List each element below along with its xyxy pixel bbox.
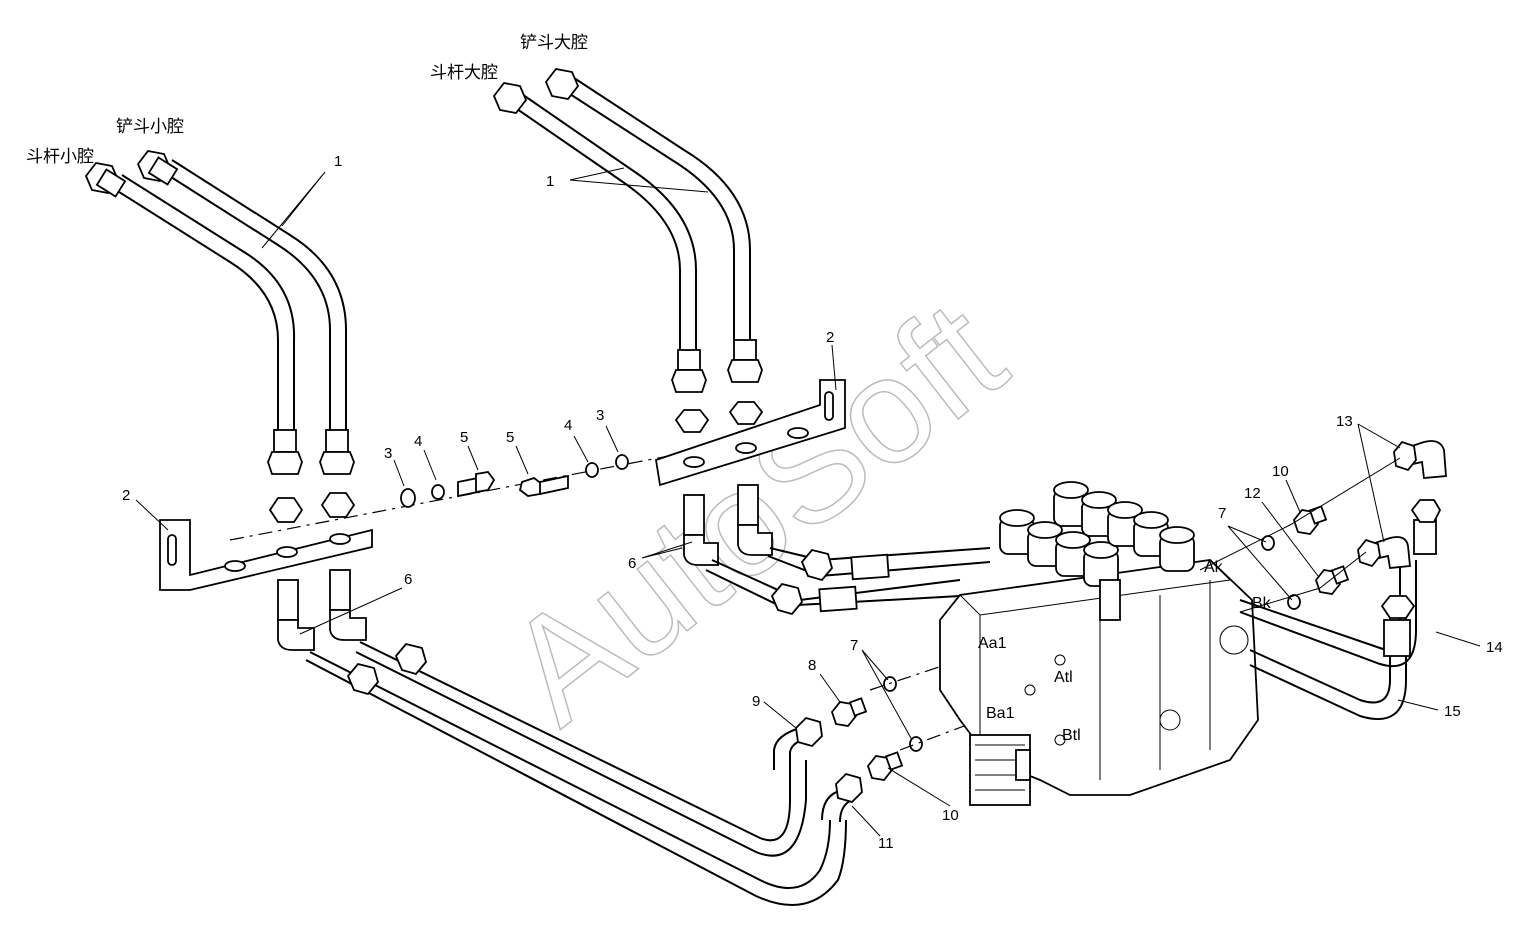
- hose-11-elbow: [821, 772, 863, 823]
- port-label-aa1: Aa1: [978, 635, 1007, 652]
- washer-3-right: [615, 454, 629, 470]
- connector-10-lower: [866, 751, 904, 781]
- right-side-hoses: [1199, 440, 1447, 721]
- part-label-1b: 1: [546, 173, 554, 190]
- left-bracket: [159, 519, 373, 591]
- label-chandou-large: 铲斗大腔: [520, 33, 588, 53]
- washer-4-left: [431, 484, 445, 500]
- left-pipe-pair: [84, 150, 356, 523]
- part-label-6b: 6: [628, 555, 636, 572]
- part-label-11: 11: [878, 835, 894, 852]
- part-label-5b: 5: [506, 429, 514, 446]
- elbow-fittings-6: [277, 484, 773, 651]
- part-label-2a: 2: [122, 487, 130, 504]
- bolt-5-left: [457, 471, 496, 498]
- part-label-1a: 1: [334, 153, 342, 170]
- port-label-ak: Ak: [1204, 559, 1224, 576]
- part-label-4a: 4: [414, 433, 422, 450]
- part-label-4b: 4: [564, 417, 572, 434]
- bolt-5-right: [518, 474, 569, 497]
- part-label-8: 8: [808, 657, 816, 674]
- label-dougan-small: 斗杆小腔: [26, 147, 94, 167]
- right-bracket: [654, 379, 846, 487]
- port-label-btl: Btl: [1062, 727, 1081, 744]
- right-pipe-pair: [492, 68, 764, 433]
- control-valve: [939, 481, 1259, 806]
- hose-9-elbow: [773, 716, 823, 770]
- port-label-bk: Bk: [1252, 595, 1272, 612]
- washer-3-left: [400, 488, 416, 508]
- label-dougan-large: 斗杆大腔: [430, 63, 498, 83]
- part-label-9: 9: [752, 693, 760, 710]
- oring-7-lower: [909, 736, 923, 752]
- part-label-10a: 10: [942, 807, 959, 824]
- solenoids: [999, 481, 1195, 621]
- part-label-3a: 3: [384, 445, 392, 462]
- washer-4-right: [585, 462, 599, 478]
- label-chandou-small: 铲斗小腔: [116, 117, 184, 137]
- port-label-atl: Atl: [1054, 669, 1073, 686]
- part-label-15: 15: [1444, 703, 1461, 720]
- part-label-12: 12: [1244, 485, 1261, 502]
- part-label-7a: 7: [850, 637, 858, 654]
- part-label-10b: 10: [1272, 463, 1289, 480]
- port-label-ba1: Ba1: [986, 705, 1015, 722]
- upper-valve-hoses: [705, 547, 991, 616]
- part-label-7b: 7: [1218, 505, 1226, 522]
- part-label-2b: 2: [826, 329, 834, 346]
- lower-long-hoses: [305, 641, 847, 906]
- part-label-6a: 6: [404, 571, 412, 588]
- connector-8: [830, 697, 868, 727]
- leader-lines: [135, 167, 1481, 837]
- part-label-5a: 5: [460, 429, 468, 446]
- part-label-13: 13: [1336, 413, 1353, 430]
- oring-7-upper: [883, 676, 897, 692]
- part-label-14: 14: [1486, 639, 1503, 656]
- part-label-3b: 3: [596, 407, 604, 424]
